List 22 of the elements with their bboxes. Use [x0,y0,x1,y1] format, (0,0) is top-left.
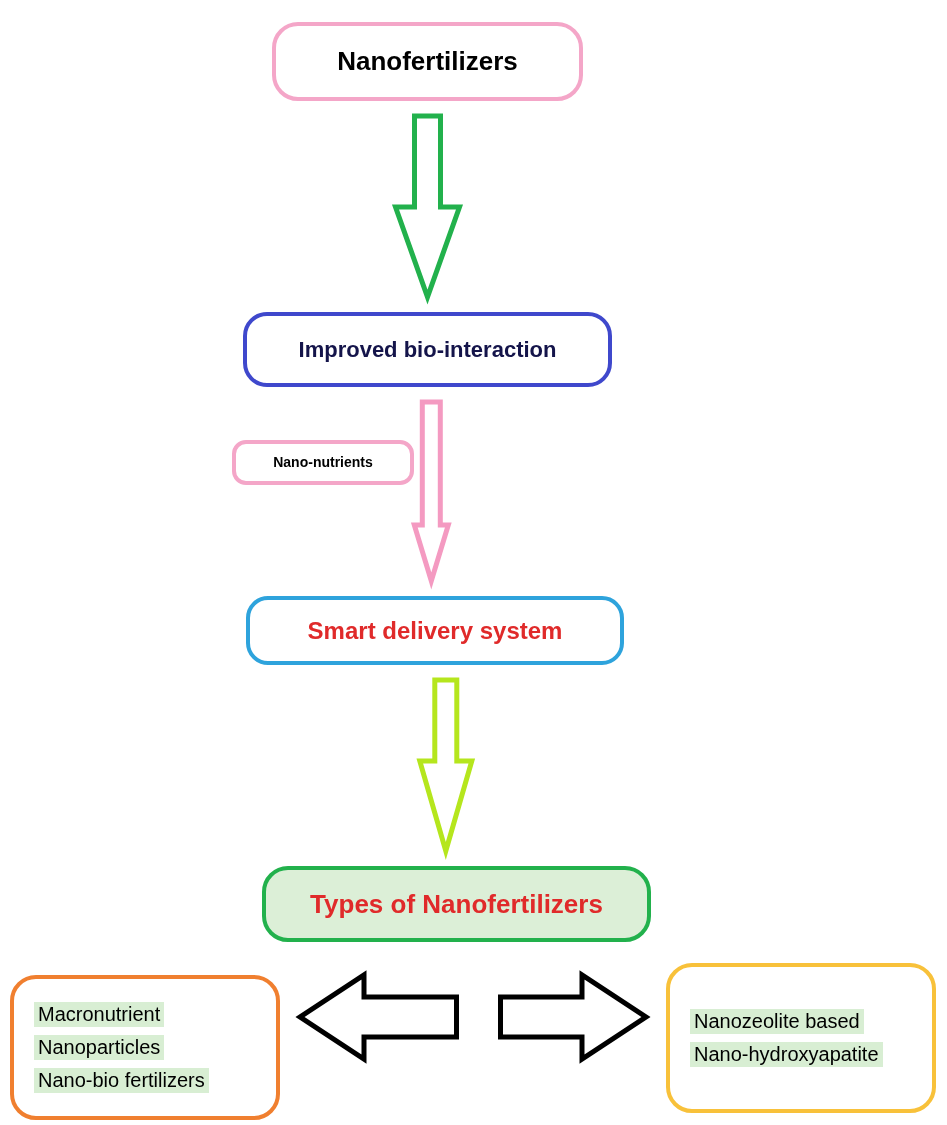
rounded-box [272,22,583,101]
rounded-box [10,975,280,1120]
rounded-box [232,440,414,485]
block-arrow [410,399,452,590]
rounded-box [246,596,624,665]
box-label: Nanofertilizers [337,45,518,78]
list-item: Nano-bio fertilizers [34,1068,209,1093]
list-item: Nanoparticles [34,1035,165,1060]
list-item: Nanozeolite based [690,1009,864,1034]
rounded-box [262,866,651,942]
box-label: Improved bio-interaction [298,335,557,364]
block-arrow [416,677,476,860]
block-arrow [391,113,464,305]
rounded-box [243,312,612,387]
list-item: Macronutrient [34,1002,165,1027]
box-label: Nano-nutrients [273,453,373,472]
block-arrow [498,970,651,1064]
list-item: Nano-hydroxyapatite [690,1042,883,1067]
box-label: Smart delivery system [307,615,563,646]
rounded-box [666,963,936,1113]
box-label: Types of Nanofertilizers [310,887,603,921]
block-arrow [295,970,459,1064]
